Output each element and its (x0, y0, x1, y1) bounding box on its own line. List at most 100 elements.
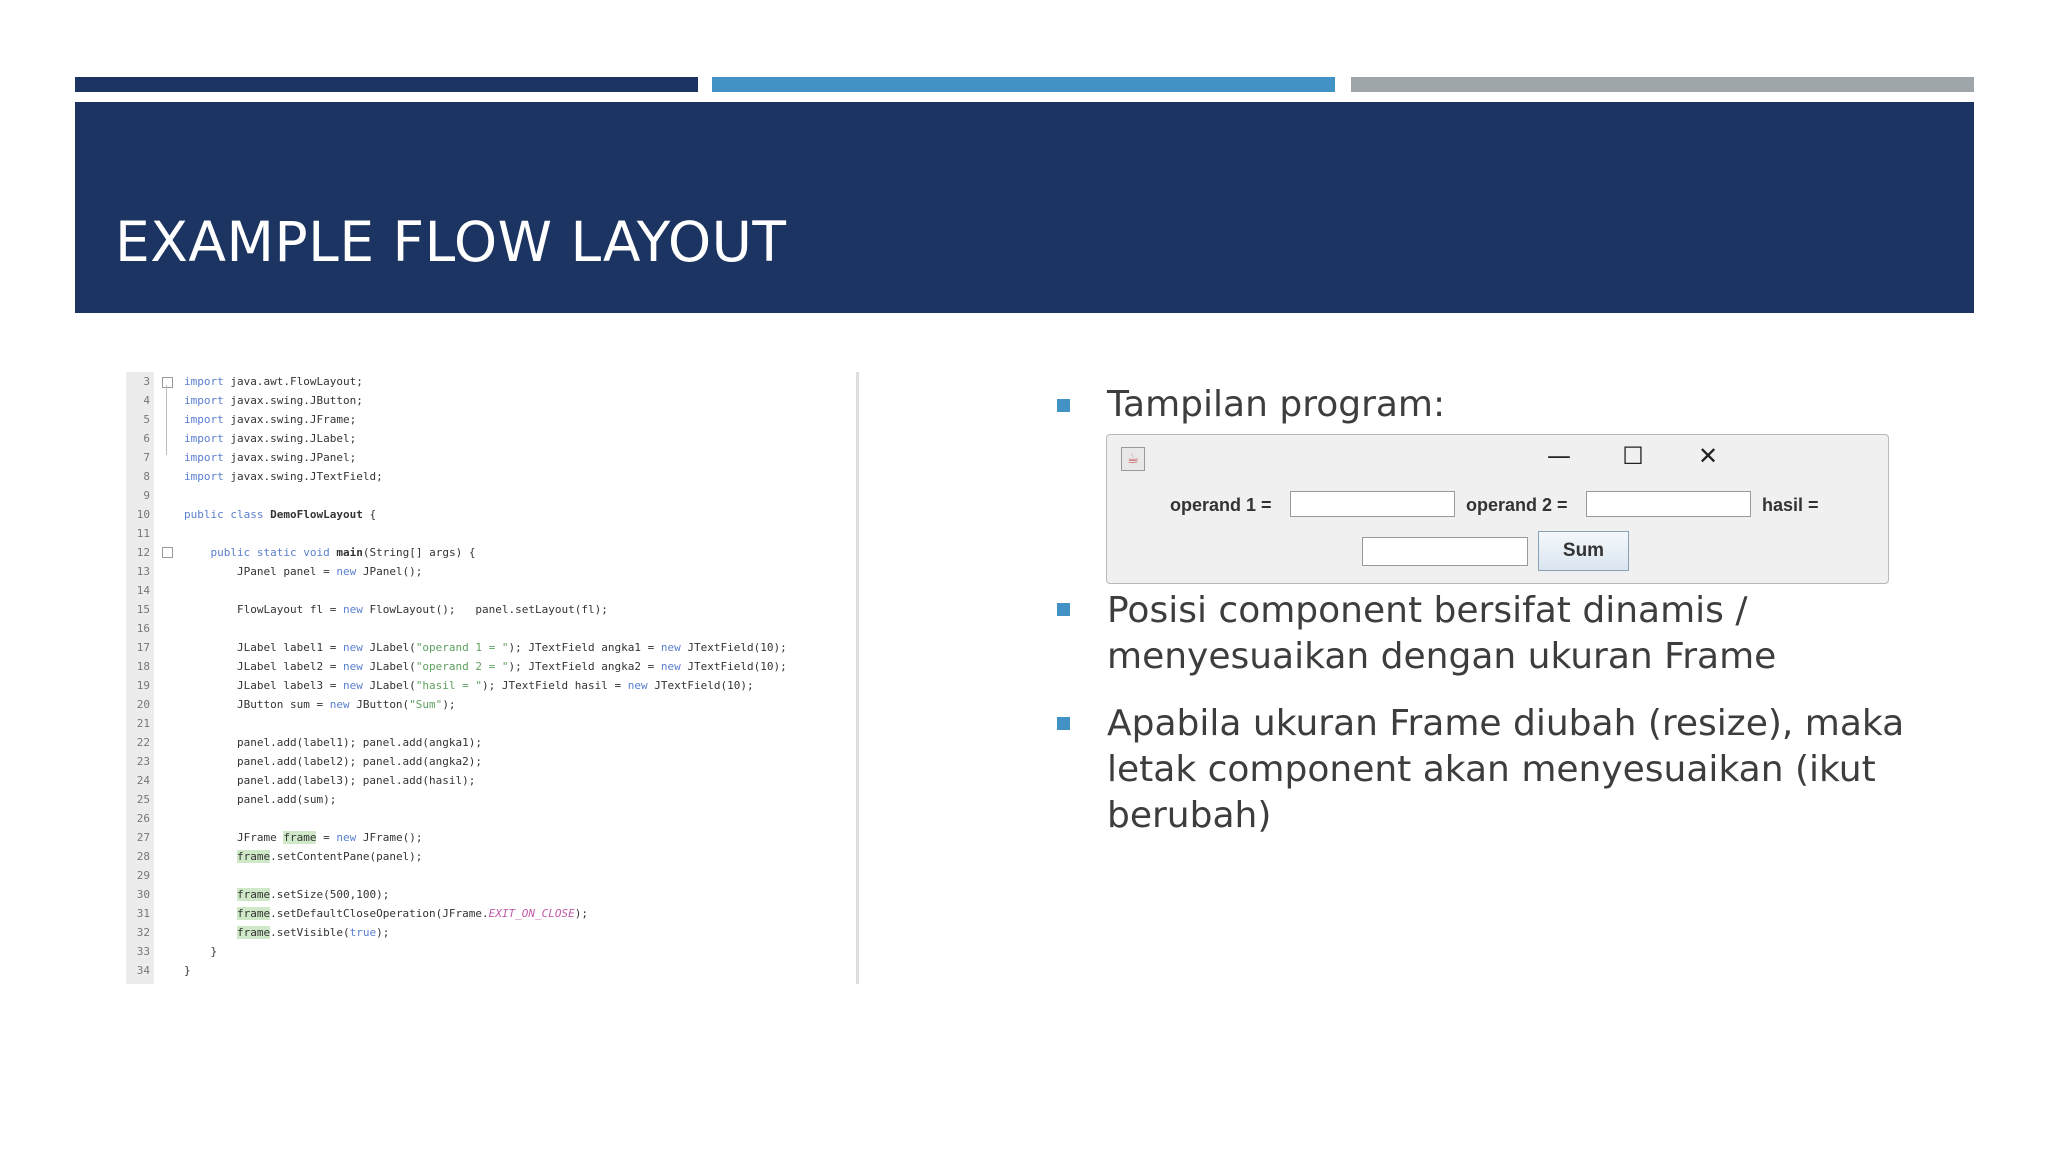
code-line: 14 (126, 581, 1126, 600)
maximize-icon[interactable]: ☐ (1622, 442, 1644, 470)
line-number: 7 (143, 451, 150, 464)
line-number: 29 (136, 869, 150, 882)
fold-collapse-icon (162, 377, 173, 388)
line-number: 16 (136, 622, 150, 635)
accent-bar-gray (1351, 77, 1974, 92)
line-number: 8 (143, 470, 150, 483)
fold-collapse-icon (162, 547, 173, 558)
code-line: 33 } (126, 942, 1126, 961)
line-number: 22 (136, 736, 150, 749)
code-text: frame.setContentPane(panel); (236, 850, 423, 863)
line-number: 21 (136, 717, 150, 730)
line-number: 31 (136, 907, 150, 920)
slide-title: EXAMPLE FLOW LAYOUT (115, 210, 787, 274)
code-line: 23 panel.add(label2); panel.add(angka2); (126, 752, 1126, 771)
code-line: 18 JLabel label2 = new JLabel("operand 2… (126, 657, 1126, 676)
code-text: import java.awt.FlowLayout; (184, 375, 363, 388)
code-text: frame.setDefaultCloseOperation(JFrame.EX… (236, 907, 588, 920)
code-line: 34} (126, 961, 1126, 980)
code-line: 21 (126, 714, 1126, 733)
line-number: 15 (136, 603, 150, 616)
line-number: 5 (143, 413, 150, 426)
line-number: 9 (143, 489, 150, 502)
code-text: FlowLayout fl = new FlowLayout(); panel.… (184, 603, 608, 616)
accent-bar-blue (712, 77, 1335, 92)
code-text: JLabel label1 = new JLabel("operand 1 = … (184, 641, 787, 654)
code-text: frame.setSize(500,100); (236, 888, 390, 901)
code-line: 5 import javax.swing.JFrame; (126, 410, 1126, 429)
sum-button[interactable]: Sum (1538, 531, 1629, 571)
code-line: 4 import javax.swing.JButton; (126, 391, 1126, 410)
code-text: import javax.swing.JButton; (184, 394, 363, 407)
code-text: JFrame frame = new JFrame(); (184, 831, 423, 844)
code-line: 30 frame.setSize(500,100); (126, 885, 1126, 904)
code-line: 13 JPanel panel = new JPanel(); (126, 562, 1126, 581)
code-line: 17 JLabel label1 = new JLabel("operand 1… (126, 638, 1126, 657)
code-line: 10 public class DemoFlowLayout { (126, 505, 1126, 524)
operand1-label: operand 1 = (1170, 495, 1272, 515)
code-line: 12 public static void main(String[] args… (126, 543, 1126, 562)
bullet-marker (1057, 603, 1070, 616)
line-number: 18 (136, 660, 150, 673)
code-line: 26 (126, 809, 1126, 828)
close-icon[interactable]: ✕ (1697, 442, 1719, 470)
code-text: public class DemoFlowLayout { (184, 508, 377, 521)
code-line: 27 JFrame frame = new JFrame(); (126, 828, 1126, 847)
line-number: 34 (136, 964, 150, 977)
code-line: 28 frame.setContentPane(panel); (126, 847, 1126, 866)
line-number: 32 (136, 926, 150, 939)
code-line: 7 import javax.swing.JPanel; (126, 448, 1126, 467)
code-text: import javax.swing.JLabel; (184, 432, 357, 445)
line-number: 24 (136, 774, 150, 787)
angka2-field[interactable] (1586, 491, 1751, 517)
code-line: 25 panel.add(sum); (126, 790, 1126, 809)
line-number: 26 (136, 812, 150, 825)
code-line: 31 frame.setDefaultCloseOperation(JFrame… (126, 904, 1126, 923)
code-text: panel.add(label2); panel.add(angka2); (184, 755, 483, 768)
title-banner: EXAMPLE FLOW LAYOUT (75, 102, 1974, 313)
code-line: 6 import javax.swing.JLabel; (126, 429, 1126, 448)
line-number: 14 (136, 584, 150, 597)
line-number: 6 (143, 432, 150, 445)
line-number: 17 (136, 641, 150, 654)
angka1-field[interactable] (1290, 491, 1455, 517)
hasil-label: hasil = (1762, 495, 1819, 515)
code-line: 19 JLabel label3 = new JLabel("hasil = "… (126, 676, 1126, 695)
bullet-text-3: Apabila ukuran Frame diubah (resize), ma… (1107, 703, 1905, 836)
code-text: public static void main(String[] args) { (210, 546, 476, 559)
code-text: } (184, 964, 191, 977)
line-number: 28 (136, 850, 150, 863)
code-text: import javax.swing.JPanel; (184, 451, 357, 464)
code-text: JPanel panel = new JPanel(); (184, 565, 423, 578)
bullet-text-1: Tampilan program: (1107, 384, 1446, 425)
line-number: 19 (136, 679, 150, 692)
line-number: 11 (136, 527, 150, 540)
bullet-marker (1057, 717, 1070, 730)
line-number-gutter (126, 372, 154, 984)
bullet-marker (1057, 399, 1070, 412)
bullet-text-2: Posisi component bersifat dinamis / meny… (1107, 590, 1777, 677)
code-text: } (184, 945, 218, 958)
line-number: 30 (136, 888, 150, 901)
line-number: 13 (136, 565, 150, 578)
editor-margin-line (856, 372, 859, 984)
line-number: 25 (136, 793, 150, 806)
code-line: 9 (126, 486, 1126, 505)
minimize-icon[interactable]: — (1547, 442, 1571, 470)
line-number: 10 (136, 508, 150, 521)
fold-guide-line (166, 385, 167, 455)
line-number: 23 (136, 755, 150, 768)
code-line: 11 (126, 524, 1126, 543)
operand2-label: operand 2 = (1466, 495, 1568, 515)
code-text: JLabel label3 = new JLabel("hasil = "); … (184, 679, 754, 692)
code-text: frame.setVisible(true); (236, 926, 390, 939)
code-text: import javax.swing.JFrame; (184, 413, 357, 426)
line-number: 4 (143, 394, 150, 407)
line-number: 33 (136, 945, 150, 958)
hasil-field[interactable] (1362, 537, 1528, 566)
code-text: JLabel label2 = new JLabel("operand 2 = … (184, 660, 787, 673)
code-text: panel.add(label3); panel.add(hasil); (184, 774, 476, 787)
